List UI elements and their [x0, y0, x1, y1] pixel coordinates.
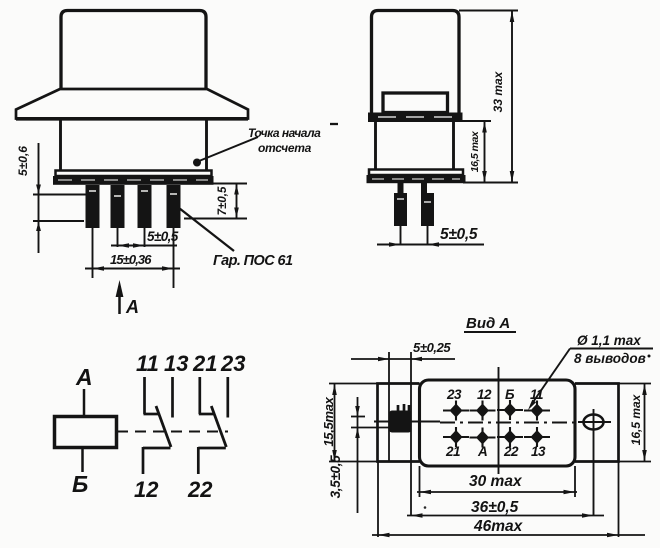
- svg-text:Вид А: Вид А: [466, 315, 510, 332]
- svg-text:А: А: [75, 364, 93, 390]
- svg-text:Б: Б: [505, 387, 515, 402]
- svg-text:отсчета: отсчета: [258, 141, 312, 155]
- svg-text:15±0,36: 15±0,36: [110, 252, 152, 267]
- svg-text:5±0,5: 5±0,5: [147, 229, 179, 244]
- svg-text:А: А: [125, 297, 139, 317]
- svg-text:15,5max: 15,5max: [321, 396, 336, 446]
- svg-text:5±0,25: 5±0,25: [413, 340, 451, 355]
- svg-text:12: 12: [134, 477, 159, 502]
- svg-text:3,5±0,5: 3,5±0,5: [328, 455, 343, 499]
- svg-text:22: 22: [187, 477, 213, 502]
- svg-text:23: 23: [220, 351, 245, 376]
- svg-text:12: 12: [477, 387, 492, 402]
- svg-text:30 max: 30 max: [469, 473, 523, 490]
- svg-text:23: 23: [446, 387, 462, 402]
- svg-text:7±0,5: 7±0,5: [217, 186, 229, 215]
- svg-text:Точка начала: Точка начала: [248, 126, 321, 140]
- svg-text:А: А: [477, 444, 487, 459]
- svg-text:Б: Б: [72, 471, 88, 497]
- svg-text:22: 22: [503, 444, 519, 459]
- svg-text:21: 21: [445, 444, 460, 459]
- svg-text:Ø 1,1 max: Ø 1,1 max: [577, 333, 641, 348]
- svg-text:16,5 max: 16,5 max: [629, 393, 643, 445]
- svg-text:36±0,5: 36±0,5: [471, 499, 519, 516]
- svg-text:46max: 46max: [473, 518, 524, 535]
- svg-text:21: 21: [192, 351, 217, 376]
- svg-text:8 выводов: 8 выводов: [574, 351, 646, 366]
- svg-text:5±0,6: 5±0,6: [16, 146, 30, 176]
- svg-text:33 max: 33 max: [491, 70, 505, 112]
- svg-text:11: 11: [136, 351, 159, 376]
- svg-text:13: 13: [164, 351, 188, 376]
- svg-text:16,5 max: 16,5 max: [469, 130, 481, 172]
- svg-text:Гар. ПОС 61: Гар. ПОС 61: [213, 253, 293, 269]
- svg-text:13: 13: [531, 444, 546, 459]
- svg-text:5±0,5: 5±0,5: [440, 226, 478, 243]
